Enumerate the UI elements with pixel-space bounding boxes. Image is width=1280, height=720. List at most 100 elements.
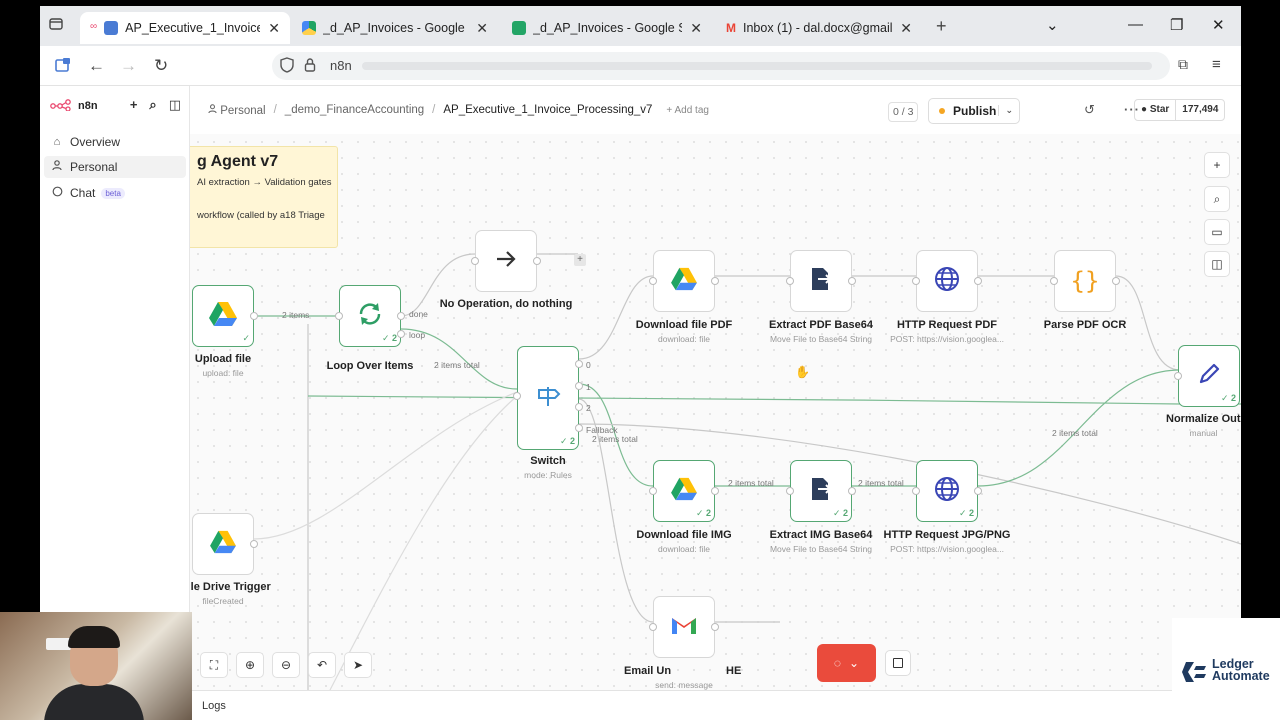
- pointer-tool-icon[interactable]: ➤: [344, 652, 372, 678]
- tab-google-drive[interactable]: _d_AP_Invoices - Google Drive ✕: [292, 12, 498, 44]
- add-node-button[interactable]: +: [574, 254, 586, 266]
- input-port[interactable]: [513, 392, 521, 400]
- close-tab-icon[interactable]: ✕: [690, 19, 702, 36]
- add-tag-button[interactable]: + Add tag: [666, 105, 709, 116]
- sidebar-item-overview[interactable]: ⌂ Overview: [44, 131, 186, 153]
- output-port-1[interactable]: [575, 382, 583, 390]
- sidebar-header: n8n + ⌕ ◫: [50, 96, 185, 116]
- input-port[interactable]: [1174, 372, 1182, 380]
- output-port[interactable]: [250, 540, 258, 548]
- output-port[interactable]: [848, 487, 856, 495]
- input-port[interactable]: [786, 277, 794, 285]
- execute-workflow-button[interactable]: ◌ ⌄: [817, 644, 876, 682]
- output-port[interactable]: [533, 257, 541, 265]
- fit-view-icon[interactable]: ⛶: [200, 652, 228, 678]
- node-download-file-pdf[interactable]: [653, 250, 715, 312]
- input-port[interactable]: [912, 487, 920, 495]
- node-extract-img-base64[interactable]: ✓ 2: [790, 460, 852, 522]
- pencil-icon: [1196, 361, 1222, 392]
- output-port-fallback[interactable]: [575, 424, 583, 432]
- close-tab-icon[interactable]: ✕: [476, 19, 488, 36]
- output-port[interactable]: [250, 312, 258, 320]
- input-port[interactable]: [1050, 277, 1058, 285]
- node-loop-over-items[interactable]: ✓ 2: [339, 285, 401, 347]
- history-icon[interactable]: ↺: [1084, 102, 1095, 117]
- tab-gmail[interactable]: M Inbox (1) - dal.docx@gmail.com ✕: [716, 12, 922, 44]
- output-port-0[interactable]: [575, 360, 583, 368]
- logs-panel[interactable]: Logs: [190, 690, 1241, 720]
- lock-icon[interactable]: [304, 57, 316, 76]
- collapse-sidebar-icon[interactable]: ◫: [168, 97, 181, 112]
- node-http-request-pdf[interactable]: [916, 250, 978, 312]
- undo-icon[interactable]: ↶: [308, 652, 336, 678]
- workflow-name[interactable]: AP_Executive_1_Invoice_Processing_v7: [443, 104, 653, 116]
- output-port[interactable]: [974, 277, 982, 285]
- node-no-operation[interactable]: [475, 230, 537, 292]
- forward-icon[interactable]: →: [120, 56, 137, 75]
- input-port[interactable]: [335, 312, 343, 320]
- github-star-button[interactable]: ● Star: [1135, 100, 1177, 120]
- node-google-drive-trigger[interactable]: [192, 513, 254, 575]
- github-star-widget[interactable]: ● Star 177,494: [1134, 99, 1226, 121]
- sidebar-item-chat[interactable]: Chat beta: [44, 182, 186, 204]
- back-icon[interactable]: ←: [88, 56, 105, 75]
- input-port[interactable]: [912, 277, 920, 285]
- minimize-icon[interactable]: —: [1128, 16, 1143, 33]
- tab-actions-icon[interactable]: [48, 16, 70, 36]
- tab-google-sheets[interactable]: _d_AP_Invoices - Google Sheets ✕: [502, 12, 712, 44]
- publish-button[interactable]: Publish ⌄: [928, 98, 1020, 124]
- output-port[interactable]: [848, 277, 856, 285]
- panel-toggle-icon[interactable]: ◫: [1204, 251, 1230, 277]
- node-switch[interactable]: ✓ 2: [517, 346, 579, 450]
- sidebar-item-personal[interactable]: Personal: [44, 156, 186, 178]
- output-port[interactable]: [711, 277, 719, 285]
- output-port[interactable]: [974, 487, 982, 495]
- sticky-note-icon[interactable]: ▭: [1204, 219, 1230, 245]
- extensions-icon[interactable]: ⧉: [1178, 56, 1188, 72]
- new-tab-button[interactable]: +: [936, 16, 947, 36]
- menu-icon[interactable]: ≡: [1212, 56, 1221, 73]
- output-port-loop[interactable]: [397, 330, 405, 338]
- output-port-done[interactable]: [397, 312, 405, 320]
- close-tab-icon[interactable]: ✕: [268, 19, 280, 36]
- stop-execution-button[interactable]: [885, 650, 911, 676]
- node-download-file-img[interactable]: ✓ 2: [653, 460, 715, 522]
- breadcrumb-folder[interactable]: _demo_FinanceAccounting: [284, 104, 425, 116]
- tab-search-icon[interactable]: ⌄: [1046, 17, 1059, 34]
- chevron-down-icon[interactable]: ⌄: [998, 105, 1013, 116]
- add-node-tool-button[interactable]: +: [1204, 152, 1230, 178]
- workflow-canvas[interactable]: g Agent v7 AI extraction → Validation ga…: [190, 134, 1241, 690]
- input-port[interactable]: [471, 257, 479, 265]
- sticky-note[interactable]: g Agent v7 AI extraction → Validation ga…: [190, 146, 338, 248]
- node-upload-file[interactable]: ✓: [192, 285, 254, 347]
- more-options-icon[interactable]: ···: [1124, 102, 1140, 117]
- close-window-icon[interactable]: ✕: [1212, 17, 1225, 34]
- input-port[interactable]: [786, 487, 794, 495]
- node-normalize-output[interactable]: ✓ 2: [1178, 345, 1240, 407]
- split-view-icon[interactable]: [54, 56, 72, 79]
- output-port[interactable]: [711, 623, 719, 631]
- node-parse-pdf-ocr[interactable]: {}: [1054, 250, 1116, 312]
- shield-icon[interactable]: [280, 57, 294, 76]
- search-nodes-icon[interactable]: ⌕: [1204, 186, 1230, 212]
- add-icon[interactable]: +: [129, 97, 138, 112]
- search-icon[interactable]: ⌕: [149, 97, 157, 112]
- maximize-icon[interactable]: ❐: [1170, 17, 1184, 34]
- reload-icon[interactable]: ↻: [154, 56, 169, 75]
- output-port[interactable]: [711, 487, 719, 495]
- input-port[interactable]: [649, 277, 657, 285]
- output-port[interactable]: [1112, 277, 1120, 285]
- breadcrumb-personal[interactable]: Personal: [208, 104, 266, 117]
- close-tab-icon[interactable]: ✕: [900, 19, 912, 36]
- input-port[interactable]: [649, 487, 657, 495]
- zoom-in-icon[interactable]: ⊕: [236, 652, 264, 678]
- output-port-2[interactable]: [575, 403, 583, 411]
- input-port[interactable]: [649, 623, 657, 631]
- zoom-out-icon[interactable]: ⊖: [272, 652, 300, 678]
- node-http-request-jpg-png[interactable]: ✓ 2: [916, 460, 978, 522]
- url-field[interactable]: n8n: [272, 52, 1170, 80]
- tab-n8n-workflow[interactable]: ∞ AP_Executive_1_Invoice_Proc ✕: [80, 12, 290, 44]
- google-drive-icon: [209, 530, 237, 559]
- node-email[interactable]: [653, 596, 715, 658]
- node-extract-pdf-base64[interactable]: [790, 250, 852, 312]
